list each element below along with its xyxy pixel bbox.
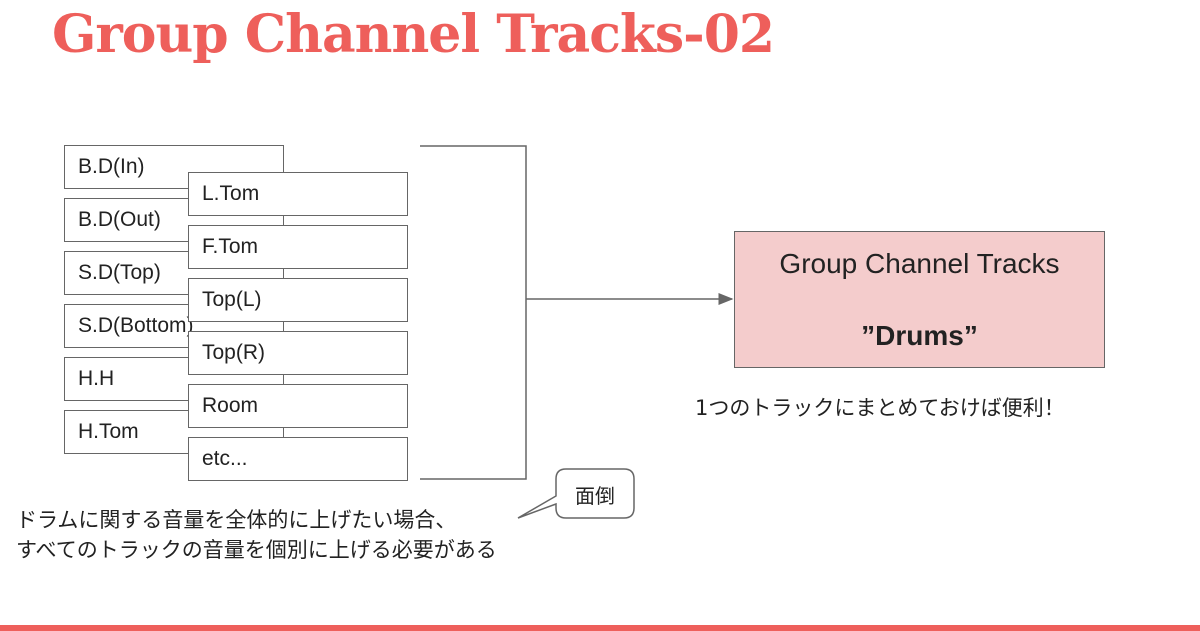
track-box: etc... bbox=[188, 437, 408, 481]
track-box: Top(R) bbox=[188, 331, 408, 375]
track-box: Top(L) bbox=[188, 278, 408, 322]
note-line-1: ドラムに関する音量を全体的に上げたい場合、 bbox=[16, 508, 457, 532]
track-box: Room bbox=[188, 384, 408, 428]
group-channel-box: Group Channel Tracks ”Drums” bbox=[734, 231, 1105, 368]
track-box: L.Tom bbox=[188, 172, 408, 216]
track-box: F.Tom bbox=[188, 225, 408, 269]
footer-bar bbox=[0, 625, 1200, 631]
group-name: ”Drums” bbox=[861, 320, 978, 351]
callout-text: 面倒 bbox=[575, 484, 615, 508]
group-caption: 1つのトラックにまとめておけば便利！ bbox=[695, 396, 1065, 420]
note-line-2: すべてのトラックの音量を個別に上げる必要がある bbox=[16, 538, 497, 562]
bracket-line bbox=[420, 145, 527, 480]
callout-bubble bbox=[517, 468, 635, 519]
group-title: Group Channel Tracks bbox=[779, 248, 1060, 279]
page-title: Group Channel Tracks-02 bbox=[52, 4, 775, 65]
note-text: ドラムに関する音量を全体的に上げたい場合、 すべてのトラックの音量を個別に上げる… bbox=[16, 505, 497, 565]
